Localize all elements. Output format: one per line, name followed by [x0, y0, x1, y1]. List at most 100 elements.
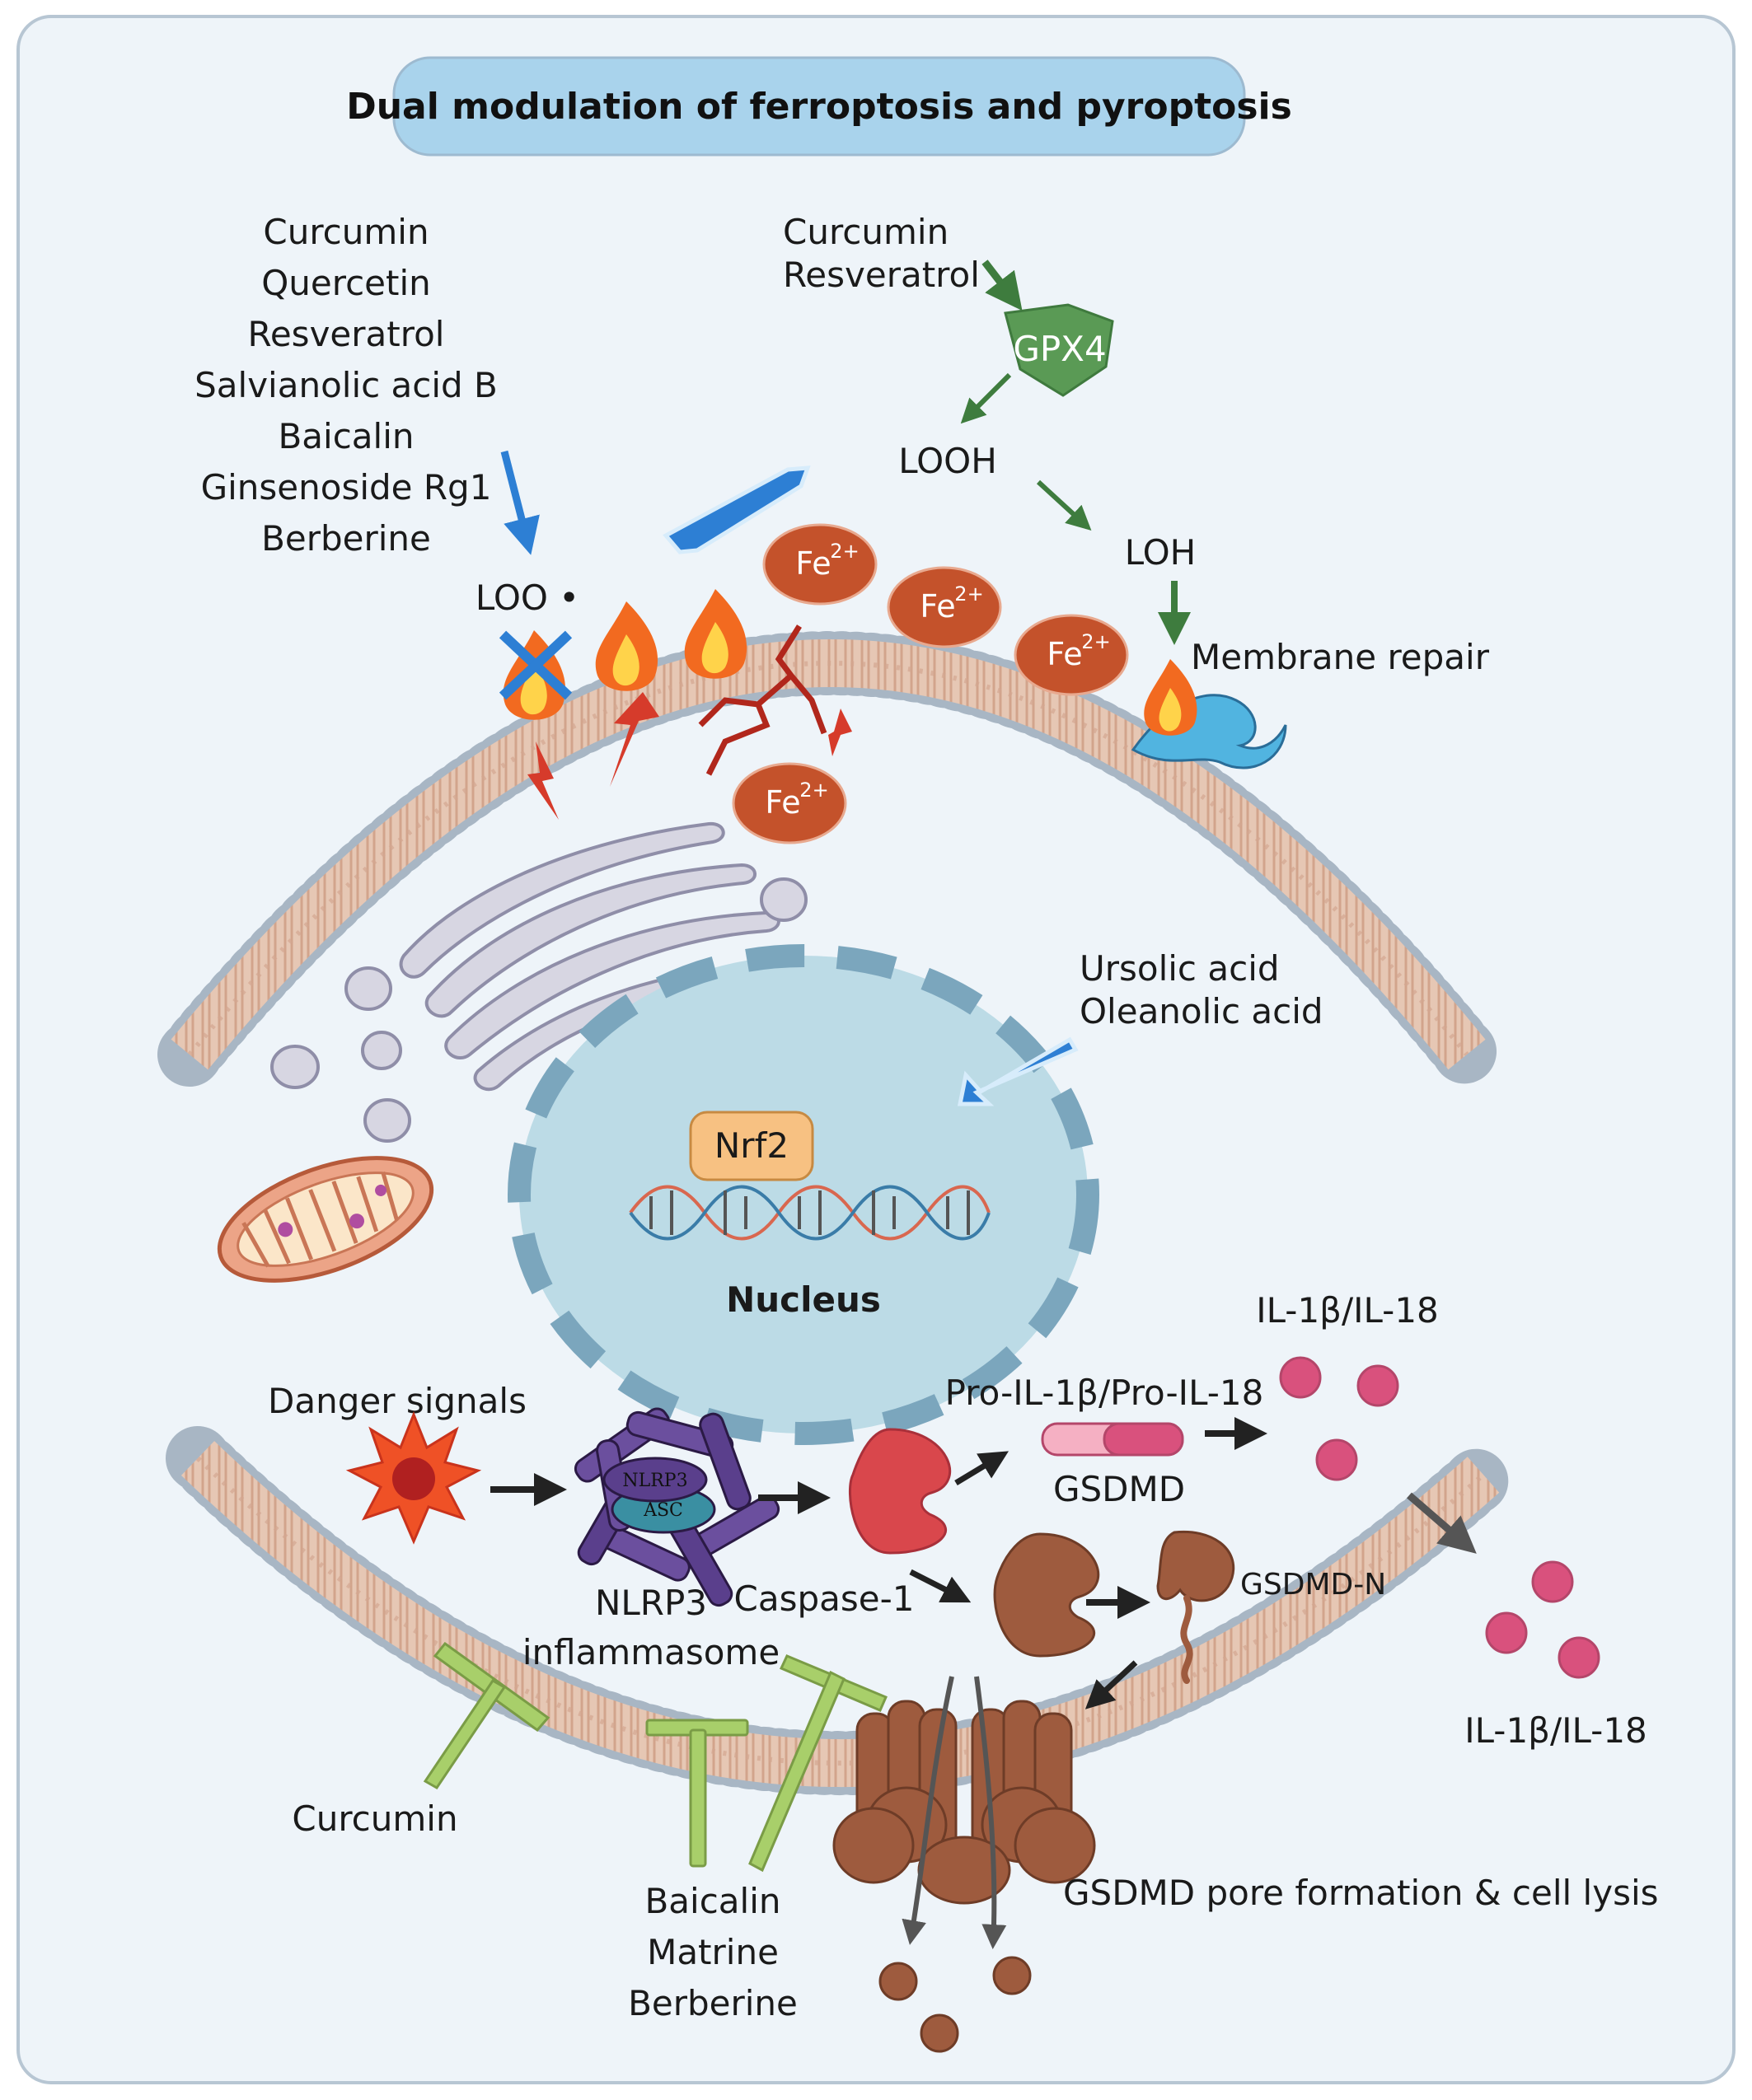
caspase1-icon	[848, 1428, 952, 1555]
looh-label: LOOH	[898, 441, 997, 481]
svg-text:Fe: Fe	[795, 545, 831, 582]
gsdmd-cleaved-icon	[993, 1532, 1100, 1658]
nlrp3-inflammasome-icon	[574, 1407, 780, 1607]
vesicle	[361, 1031, 402, 1070]
danger-signals-label: Danger signals	[268, 1381, 527, 1421]
green-arrow	[981, 260, 1023, 311]
gsdmd-label: GSDMD	[1053, 1469, 1185, 1509]
blue-arrow-large	[663, 465, 811, 554]
nrf2-box	[689, 1111, 814, 1181]
vesicle	[760, 877, 808, 922]
svg-text:2+: 2+	[954, 582, 983, 606]
nlrp3-inflammasome-label: NLRP3	[595, 1583, 707, 1623]
svg-text:2+: 2+	[1081, 630, 1110, 653]
gsdmd-protein-icon	[1041, 1422, 1184, 1457]
loo-radical-label: LOO •	[475, 578, 579, 618]
flame-icon	[684, 589, 747, 679]
gsdmd-pore-icon	[832, 1700, 1096, 1905]
dna-helix	[629, 1185, 991, 1241]
loh-label: LOH	[1125, 532, 1197, 573]
lower-membrane	[166, 1426, 1515, 1795]
nucleus	[508, 944, 1099, 1445]
page-title: Dual modulation of ferroptosis and pyrop…	[346, 86, 1292, 128]
top-right-compound: Curcumin	[783, 212, 949, 252]
top-left-compound: Resveratrol	[248, 314, 445, 354]
iron-ion: Fe 2+	[1014, 614, 1129, 696]
bottom-compound: Baicalin	[644, 1881, 780, 1921]
membrane-repair-label: Membrane repair	[1191, 637, 1490, 677]
top-right-compound: Resveratrol	[783, 255, 980, 295]
svg-text:Fe: Fe	[765, 784, 800, 821]
caspase1-label: Caspase-1	[734, 1579, 915, 1619]
gray-arrow	[1407, 1492, 1477, 1554]
nucleus-compound: Oleanolic acid	[1080, 991, 1323, 1031]
black-arrow	[909, 1569, 972, 1603]
il-cytokine	[1485, 1611, 1528, 1654]
svg-text:Fe: Fe	[1047, 636, 1082, 672]
il-cytokine	[1531, 1560, 1574, 1603]
lightning-icon	[527, 741, 559, 820]
nlrp3-inflammasome-label: inflammasome	[522, 1632, 780, 1672]
gpx4-shield: GPX4	[1004, 303, 1114, 397]
vesicle	[363, 1098, 411, 1143]
blue-arrow-large	[957, 1036, 1079, 1106]
il-cytokine	[1315, 1438, 1358, 1481]
lightning-icon	[828, 709, 852, 756]
asc-inner-label: ASC	[643, 1500, 683, 1521]
inhibitor-icon	[423, 1641, 550, 1789]
blocked-x-icon	[499, 630, 573, 700]
iron-ion: Fe 2+	[887, 566, 1002, 648]
top-left-compound: Berberine	[261, 518, 431, 559]
nucleus-label: Nucleus	[726, 1279, 881, 1320]
il-cytokine	[1279, 1356, 1322, 1399]
svg-text:2+: 2+	[799, 779, 828, 802]
gsdmd-n-label: GSDMD-N	[1240, 1568, 1386, 1602]
pore-flow-arrows	[902, 1676, 1007, 1949]
il-cytokine	[1356, 1364, 1399, 1407]
green-arrow	[1036, 479, 1092, 531]
curcumin-bottom-label: Curcumin	[292, 1798, 457, 1839]
black-arrow	[1084, 1660, 1138, 1709]
blue-arrow-down	[500, 450, 540, 555]
il-cytokine	[1558, 1636, 1600, 1679]
cell-content	[920, 2013, 959, 2053]
nucleus-compound: Ursolic acid	[1080, 948, 1280, 989]
green-arrow	[960, 372, 1012, 424]
bottom-compound: Matrine	[647, 1932, 779, 1972]
svg-text:Fe: Fe	[920, 588, 955, 624]
vesicle	[270, 1045, 320, 1089]
vesicle	[344, 966, 392, 1011]
gsdmd-n-icon	[1156, 1530, 1235, 1684]
black-arrow	[954, 1451, 1009, 1485]
upper-membrane	[157, 631, 1499, 1087]
nrf2-label: Nrf2	[714, 1125, 789, 1166]
bottom-compound: Berberine	[628, 1983, 798, 2023]
membrane-crack	[698, 624, 827, 776]
lightning-icon	[610, 692, 659, 787]
title-box	[392, 56, 1246, 157]
flame-icon	[595, 601, 658, 691]
flame-icon	[1144, 659, 1197, 736]
iron-ion: Fe 2+	[732, 762, 847, 844]
svg-text:2+: 2+	[830, 540, 859, 563]
danger-signal-icon	[345, 1410, 482, 1545]
inhibitor-icon	[645, 1719, 749, 1868]
top-left-compound: Ginsenoside Rg1	[201, 467, 492, 507]
top-left-compound: Curcumin	[263, 212, 429, 252]
pro-il-label: Pro-IL-1β/Pro-IL-18	[945, 1373, 1264, 1413]
svg-text:GPX4: GPX4	[1013, 329, 1106, 369]
cell-content	[992, 1956, 1032, 1995]
pore-label: GSDMD pore formation & cell lysis	[1063, 1873, 1659, 1913]
iron-ion: Fe 2+	[762, 523, 878, 606]
inhibitor-icon	[748, 1654, 888, 1873]
mitochondrion	[217, 1156, 434, 1283]
il-right-label: IL-1β/IL-18	[1464, 1710, 1647, 1751]
golgi-apparatus	[399, 821, 780, 1092]
il-top-label: IL-1β/IL-18	[1256, 1290, 1439, 1331]
nlrp3-inner-label: NLRP3	[622, 1471, 687, 1491]
top-left-compound: Salvianolic acid B	[194, 365, 498, 405]
cell-content	[878, 1962, 918, 2001]
top-left-compound: Quercetin	[261, 263, 431, 303]
top-left-compound: Baicalin	[278, 416, 414, 456]
